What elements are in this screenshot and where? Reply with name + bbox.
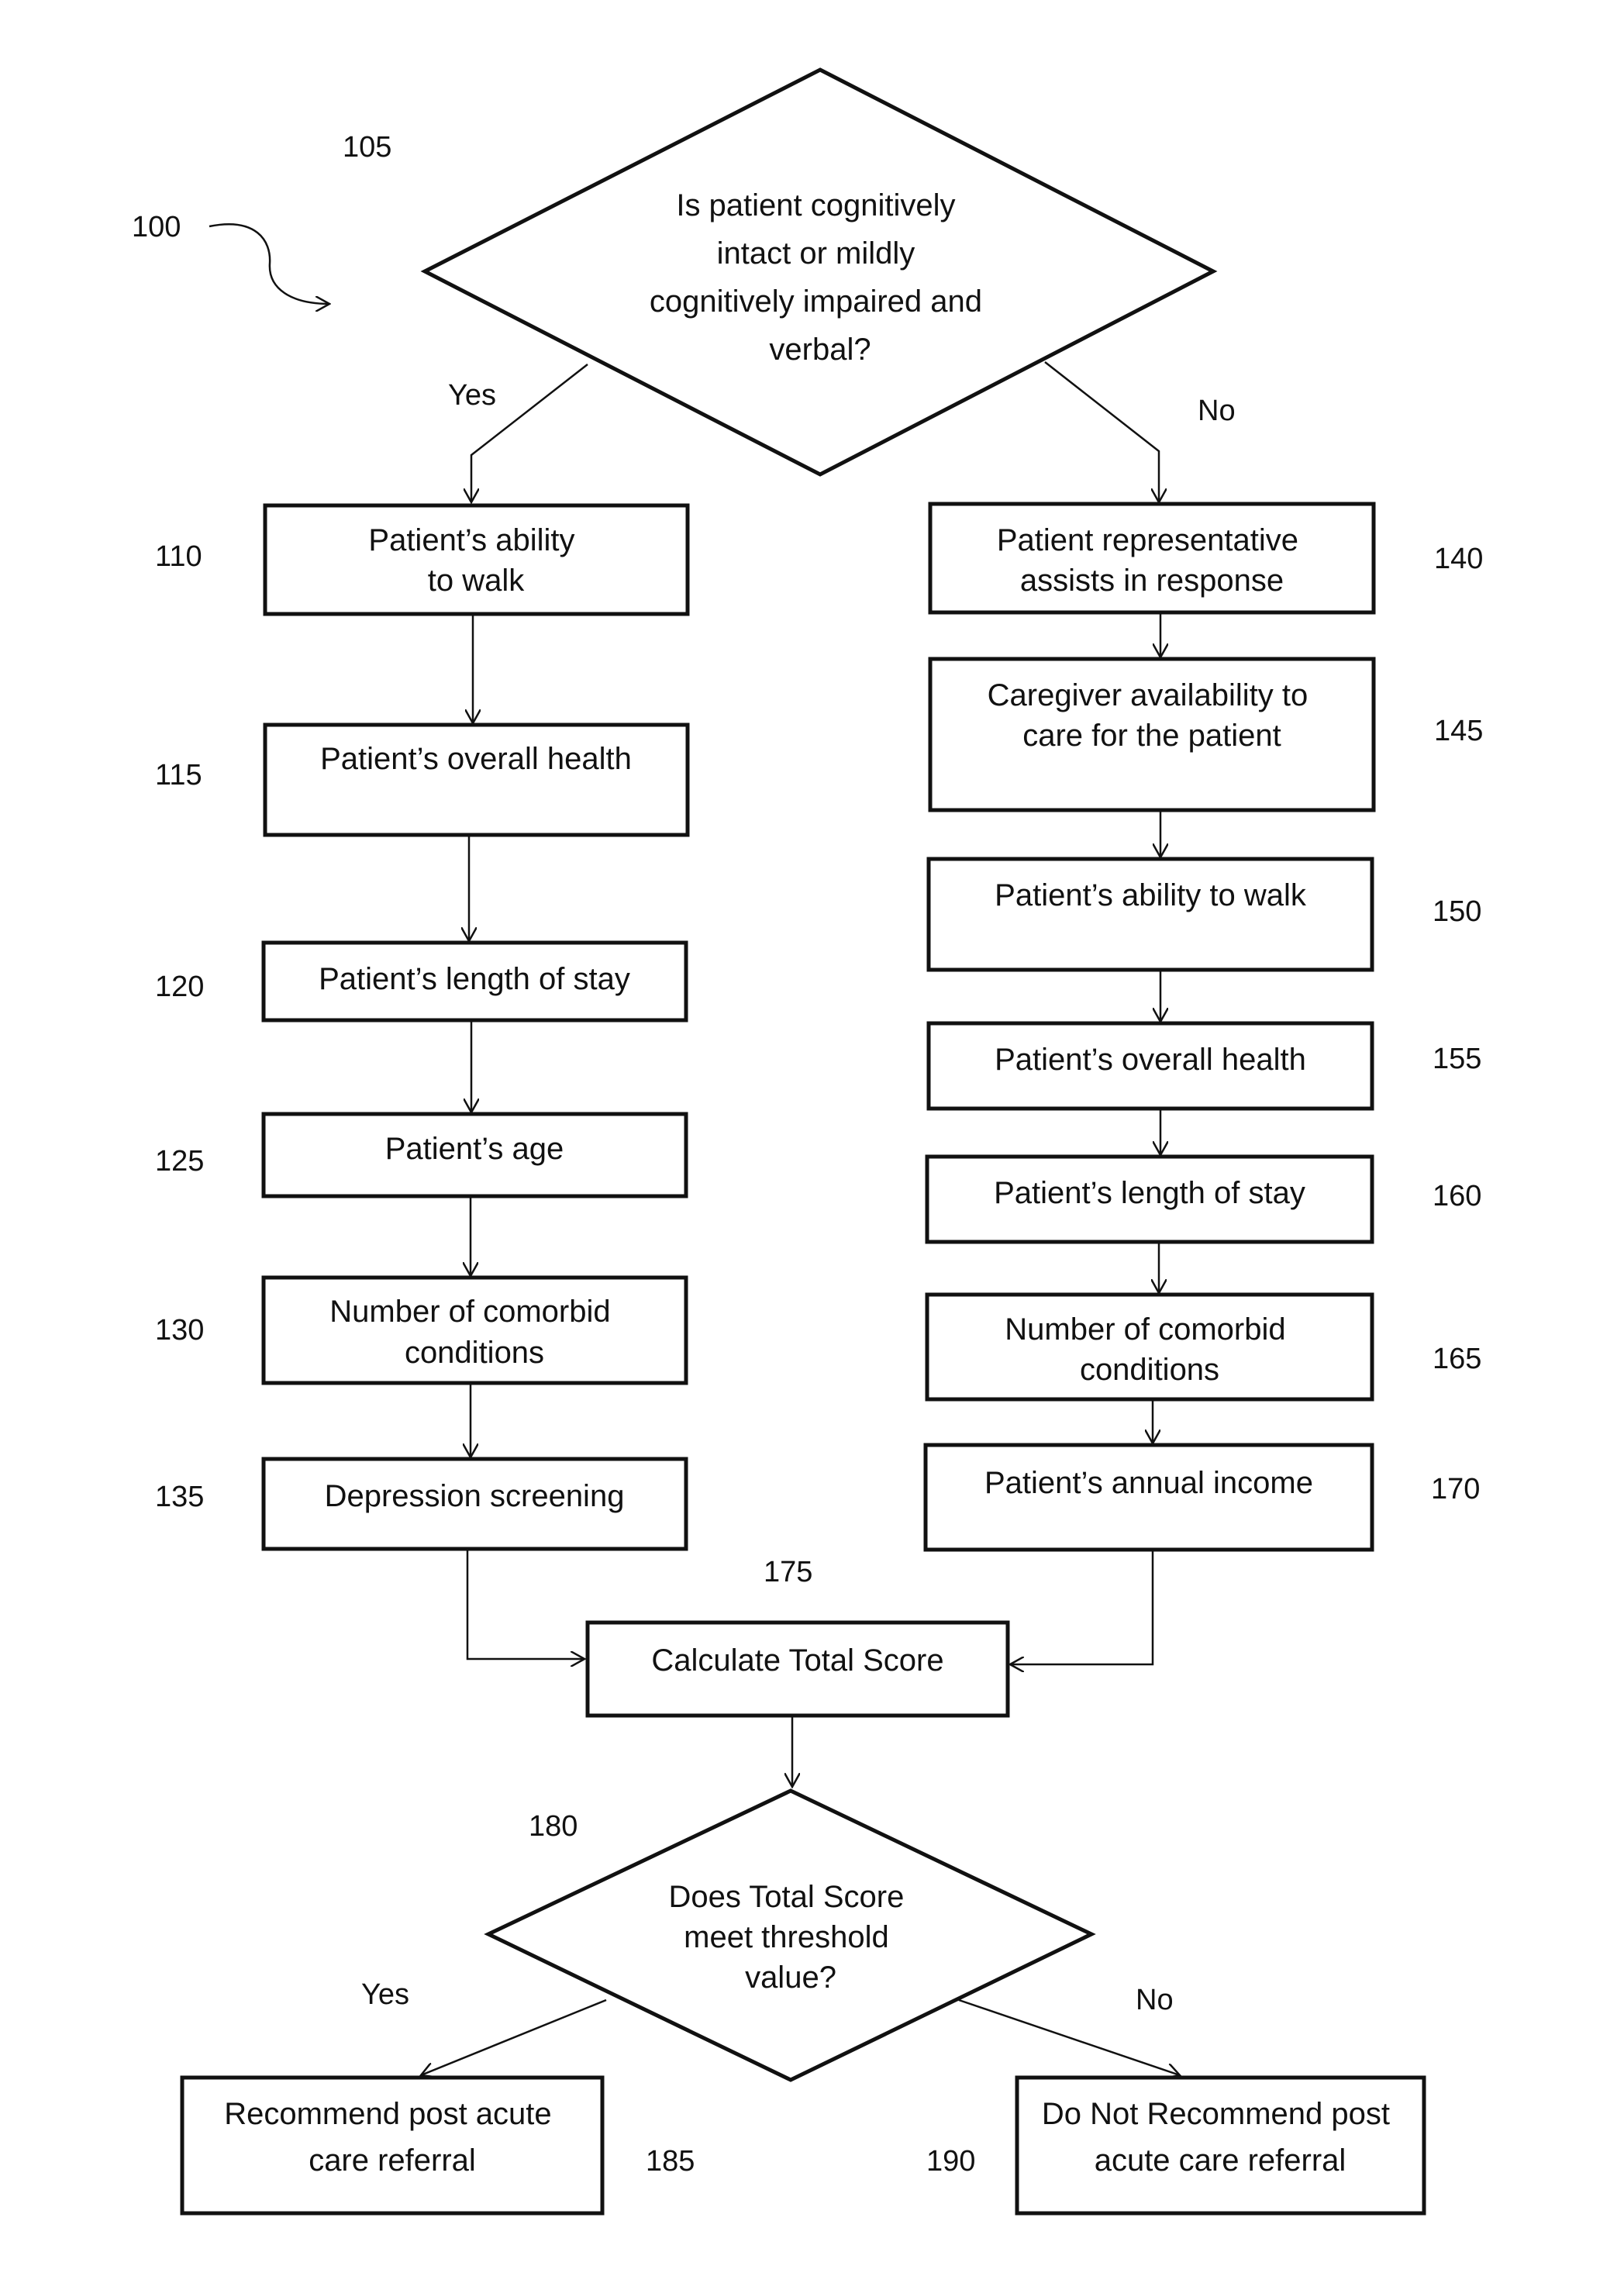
decision-threshold: Does Total Score meet threshold value?: [488, 1791, 1091, 2080]
ref-140: 140: [1434, 543, 1483, 575]
ref-120: 120: [155, 971, 204, 1003]
step-calculate-total-score: Calculate Total Score: [588, 1623, 1008, 1716]
connector-135-175: [467, 1549, 584, 1659]
ref-125: 125: [155, 1145, 204, 1178]
ref-155: 155: [1433, 1043, 1481, 1075]
step-age: Patient’s age: [264, 1114, 686, 1196]
step-calculate-total-score-text: Calculate Total Score: [651, 1643, 943, 1678]
step-right-overall-health-text: Patient’s overall health: [995, 1043, 1306, 1077]
connector-170-175: [1010, 1550, 1153, 1664]
branch-label-top-yes: Yes: [448, 379, 496, 412]
connector-top-no: [1045, 362, 1159, 502]
step-patient-representative: Patient representative assists in respon…: [930, 504, 1374, 612]
ref-160: 160: [1433, 1180, 1481, 1212]
ref-175: 175: [764, 1556, 812, 1588]
branch-label-bottom-no: No: [1136, 1984, 1174, 2016]
ref-190: 190: [926, 2145, 975, 2178]
step-right-ability-to-walk-text: Patient’s ability to walk: [995, 878, 1307, 912]
branch-label-bottom-yes: Yes: [361, 1978, 409, 2011]
ref-165: 165: [1433, 1343, 1481, 1375]
outcome-recommend-referral: Recommend post acute care referral: [182, 2078, 602, 2213]
step-overall-health-text: Patient’s overall health: [320, 742, 632, 776]
step-annual-income-text: Patient’s annual income: [984, 1466, 1313, 1500]
step-age-text: Patient’s age: [385, 1132, 564, 1166]
ref-135: 135: [155, 1481, 204, 1513]
ref-145: 145: [1434, 715, 1483, 747]
step-length-of-stay: Patient’s length of stay: [264, 943, 686, 1020]
step-length-of-stay-text: Patient’s length of stay: [319, 962, 630, 996]
step-annual-income: Patient’s annual income: [926, 1445, 1372, 1550]
figure-label: 100: [132, 211, 181, 243]
ref-115: 115: [155, 759, 202, 791]
ref-180: 180: [529, 1810, 578, 1843]
ref-185: 185: [646, 2145, 695, 2178]
step-depression-screening-text: Depression screening: [325, 1479, 625, 1513]
step-right-comorbid-conditions: Number of comorbid conditions: [927, 1295, 1372, 1399]
ref-110: 110: [155, 540, 202, 573]
step-ability-to-walk: Patient’s ability to walk: [265, 505, 688, 614]
ref-130: 130: [155, 1314, 204, 1347]
connector-bottom-yes: [421, 2000, 606, 2075]
step-depression-screening: Depression screening: [264, 1459, 686, 1549]
ref-150: 150: [1433, 895, 1481, 928]
step-overall-health: Patient’s overall health: [265, 725, 688, 835]
branch-label-top-no: No: [1198, 395, 1236, 427]
step-caregiver-availability: Caregiver availability to care for the p…: [930, 659, 1374, 810]
step-right-length-of-stay-text: Patient’s length of stay: [994, 1176, 1305, 1210]
step-right-length-of-stay: Patient’s length of stay: [927, 1157, 1372, 1242]
step-comorbid-conditions: Number of comorbid conditions: [264, 1278, 686, 1383]
step-right-ability-to-walk: Patient’s ability to walk: [929, 859, 1372, 970]
ref-105: 105: [343, 131, 391, 164]
figure-pointer-arrow: [209, 224, 329, 304]
decision-cognitive-status: Is patient cognitively intact or mildly …: [425, 70, 1213, 474]
step-right-overall-health: Patient’s overall health: [929, 1023, 1372, 1109]
ref-170: 170: [1431, 1473, 1480, 1505]
outcome-do-not-recommend-referral: Do Not Recommend post acute care referra…: [1017, 2078, 1424, 2213]
